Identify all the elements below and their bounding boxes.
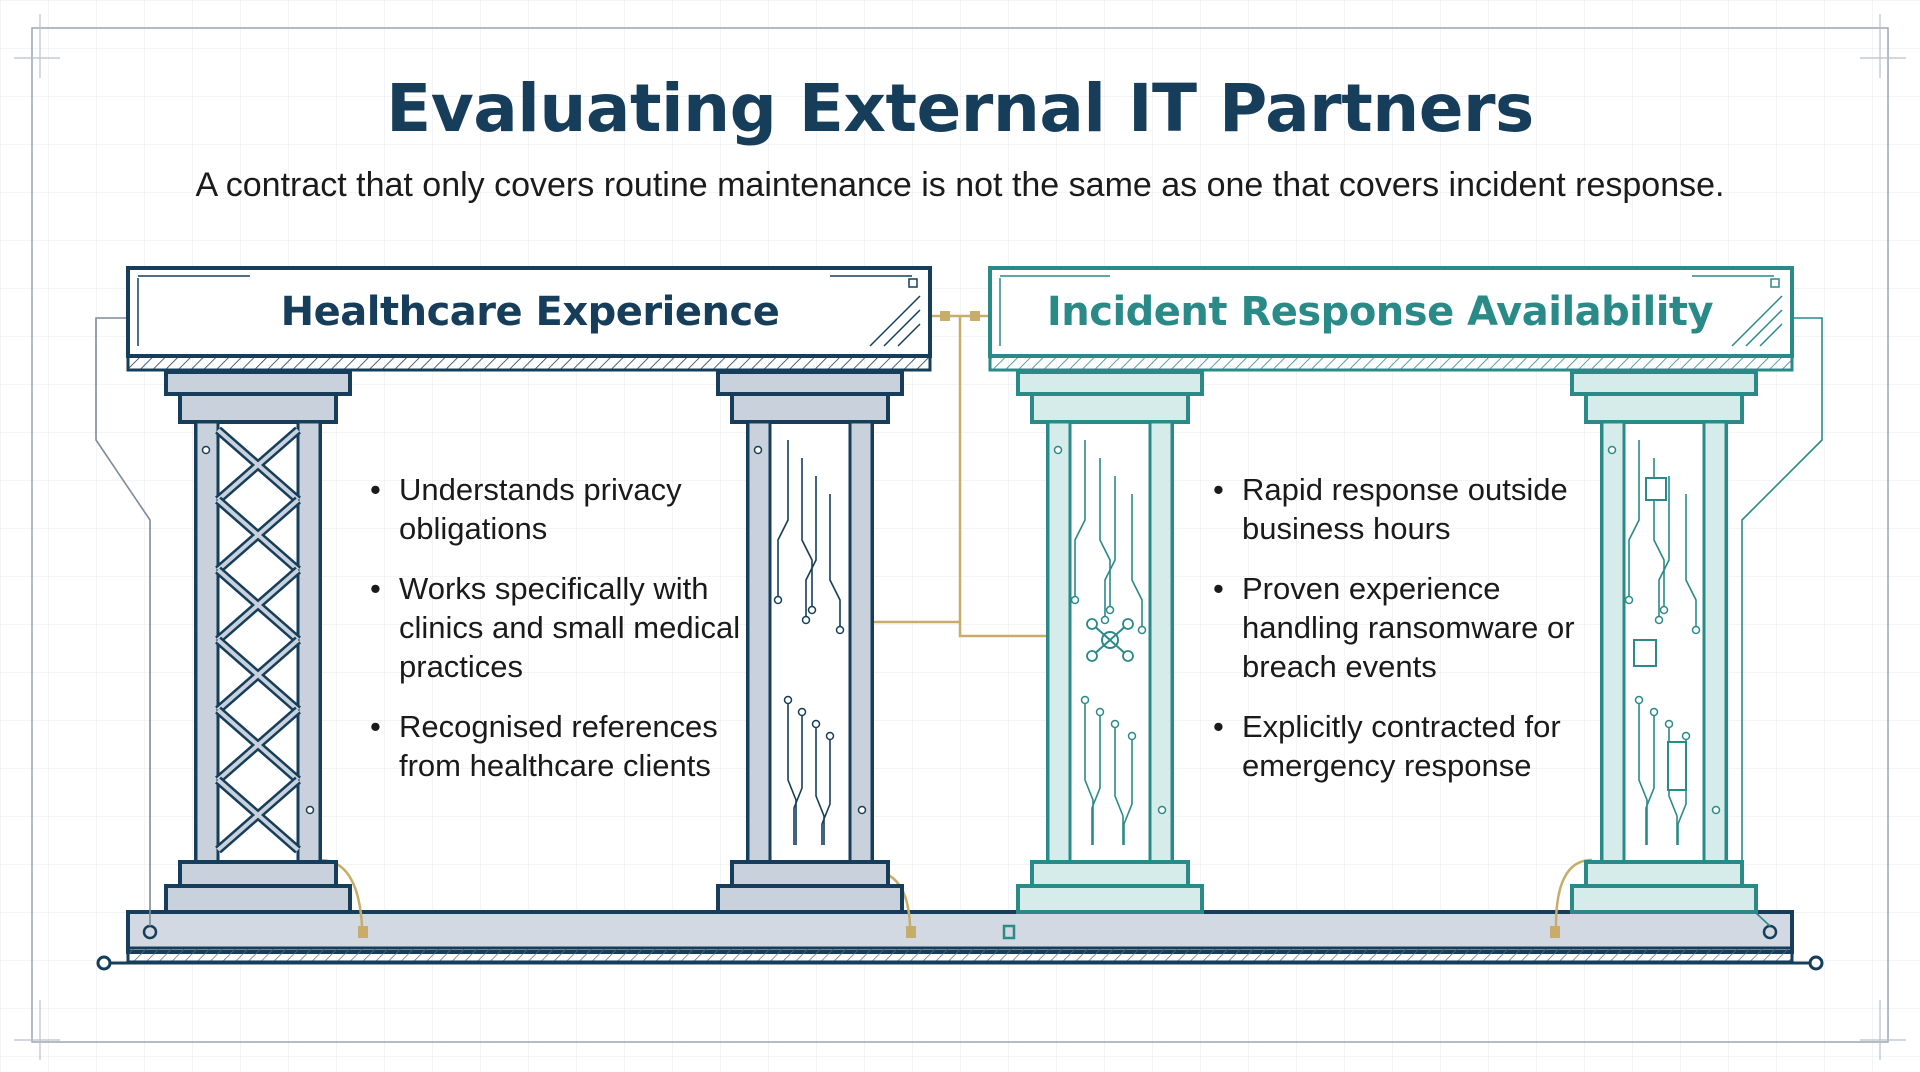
bullet-text: Understands privacy obligations [399,472,682,546]
list-item: • Rapid response outside business hours [1213,470,1603,548]
beam-healthcare [126,266,932,372]
bullet-icon: • [1213,709,1224,744]
bullet-icon: • [370,571,381,606]
bullet-icon: • [1213,472,1224,507]
pillar-title-healthcare: Healthcare Experience [280,289,780,335]
circuit-column-icon [716,370,904,914]
list-item: • Explicitly contracted for emergency res… [1213,707,1603,785]
bullet-icon: • [370,709,381,744]
page-subtitle: A contract that only covers routine main… [195,166,1725,204]
list-item: • Works specifically with clinics and sma… [370,569,760,686]
bullet-text: Proven experience handling ransomware or… [1242,571,1575,684]
list-item: • Recognised references from healthcare c… [370,707,760,785]
circuit-network-column-icon [1016,370,1204,914]
incident-response-bullet-list: • Rapid response outside business hours •… [1213,470,1603,806]
bullet-icon: • [370,472,381,507]
bullet-text: Explicitly contracted for emergency resp… [1242,709,1561,783]
page-frame [31,27,1889,1043]
bullet-text: Rapid response outside business hours [1242,472,1568,546]
base-platform [96,910,1824,971]
bullet-text: Recognised references from healthcare cl… [399,709,718,783]
lattice-column-icon [164,370,352,914]
pillar-title-incident-response: Incident Response Availability [1046,289,1714,335]
bullet-icon: • [1213,571,1224,606]
wiring-column-icon [1570,370,1758,914]
list-item: • Proven experience handling ransomware o… [1213,569,1603,686]
healthcare-bullet-list: • Understands privacy obligations • Works … [370,470,760,806]
beam-incident-response [988,266,1794,372]
page-title: Evaluating External IT Partners [386,70,1534,147]
list-item: • Understands privacy obligations [370,470,760,548]
bullet-text: Works specifically with clinics and smal… [399,571,741,684]
